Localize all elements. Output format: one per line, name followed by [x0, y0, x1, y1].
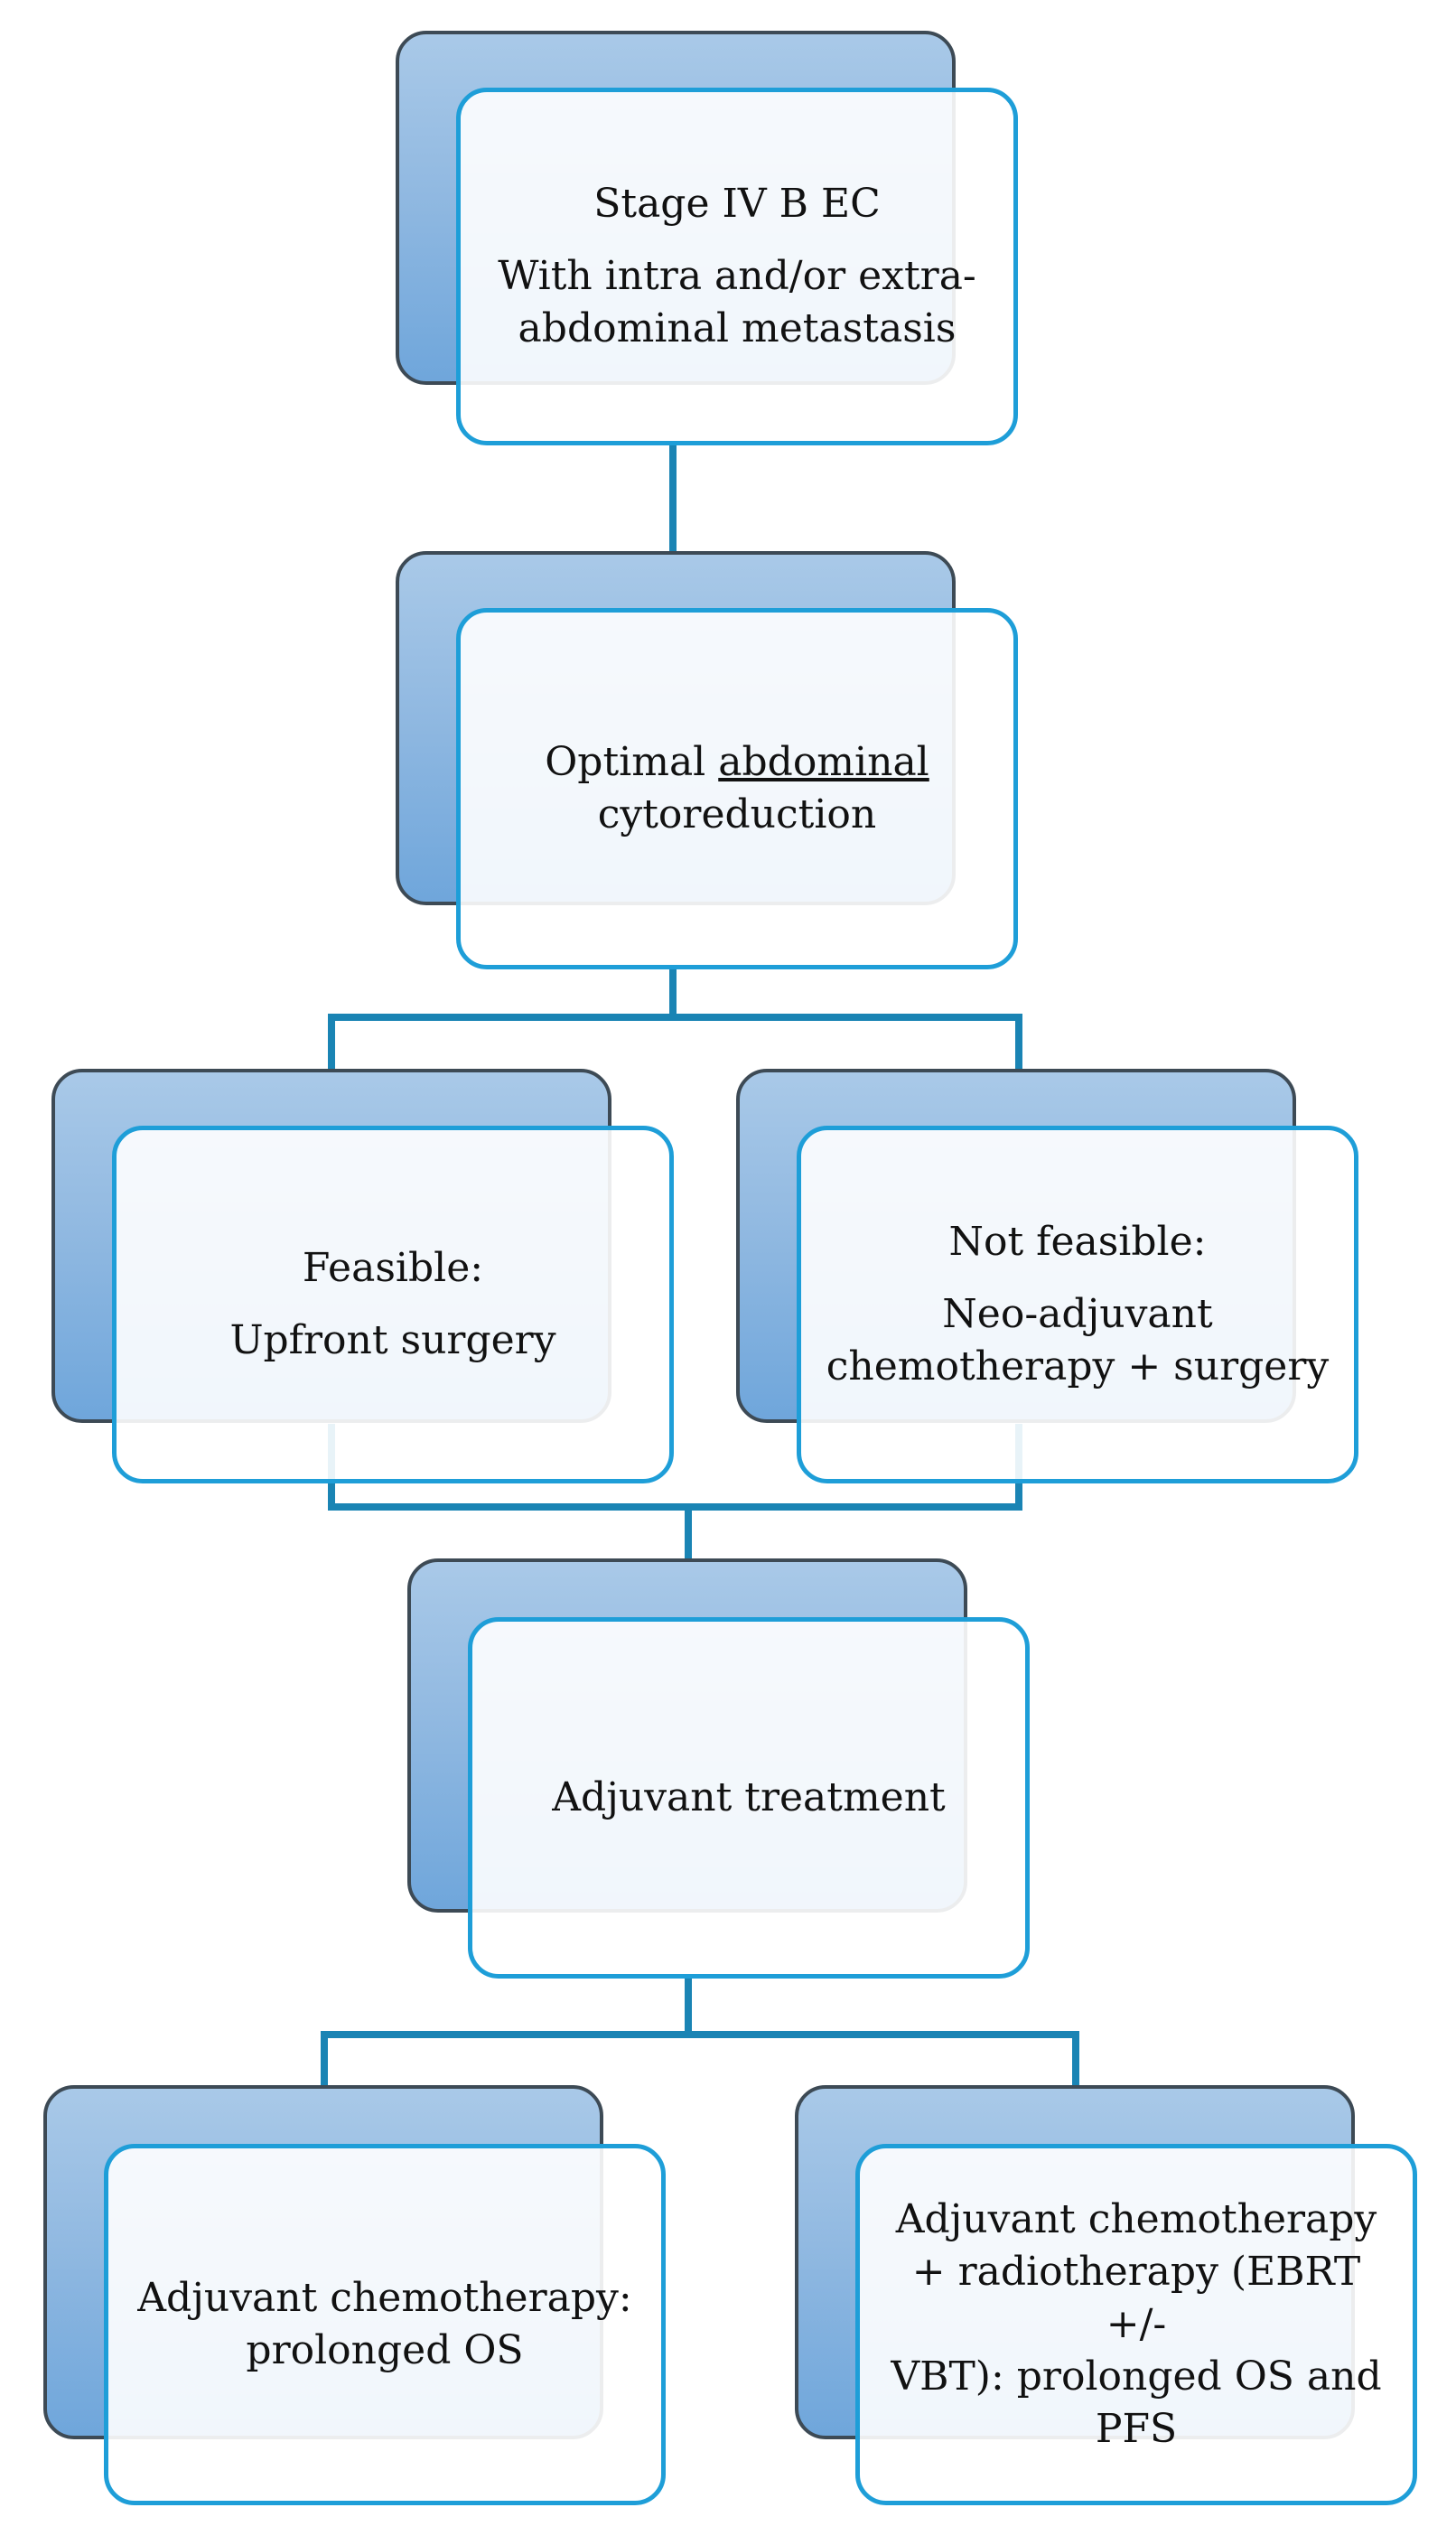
cytoreduction-line2: cytoreduction [597, 791, 877, 837]
not-feasible-line1: Not feasible: [948, 1218, 1207, 1265]
feasible-line1: Feasible: [302, 1244, 484, 1291]
node-not-feasible-box: Not feasible: Neo-adjuvant chemotherapy … [797, 1126, 1358, 1483]
adjuvant-line1: Adjuvant treatment [552, 1773, 946, 1820]
chemo-line1: Adjuvant chemotherapy: [137, 2274, 632, 2321]
stage-line1: Stage IV B EC [593, 180, 881, 227]
not-feasible-line3: chemotherapy + surgery [826, 1343, 1330, 1390]
node-cytoreduction-box: Optimal abdominal cytoreduction [456, 608, 1018, 969]
cytoreduction-line1: Optimal abdominal [545, 736, 929, 789]
node-chemo-radio-box: Adjuvant chemotherapy + radiotherapy (EB… [855, 2144, 1417, 2505]
chemo-radio-line4: PFS [1095, 2406, 1178, 2453]
feasible-line2: Upfront surgery [229, 1317, 556, 1363]
node-feasible-box: Feasible: Upfront surgery [112, 1126, 674, 1483]
stage-line3: abdominal metastasis [518, 305, 957, 352]
chemo-radio-line3: VBT): prolonged OS and [891, 2353, 1382, 2400]
chemo-radio-line1: Adjuvant chemotherapy [895, 2195, 1377, 2242]
not-feasible-line2: Neo-adjuvant [942, 1290, 1213, 1337]
node-adjuvant-box: Adjuvant treatment [468, 1617, 1030, 1979]
cytoreduction-word2-underlined: abdominal [718, 738, 929, 785]
chemo-radio-line2: + radiotherapy (EBRT +/- [911, 2248, 1361, 2347]
stage-line2: With intra and/or extra- [498, 252, 976, 299]
node-stage-box: Stage IV B EC With intra and/or extra- a… [456, 88, 1018, 445]
cytoreduction-word1: Optimal [545, 738, 719, 785]
node-chemo-box: Adjuvant chemotherapy: prolonged OS [104, 2144, 666, 2505]
chemo-line2: prolonged OS [246, 2327, 524, 2373]
